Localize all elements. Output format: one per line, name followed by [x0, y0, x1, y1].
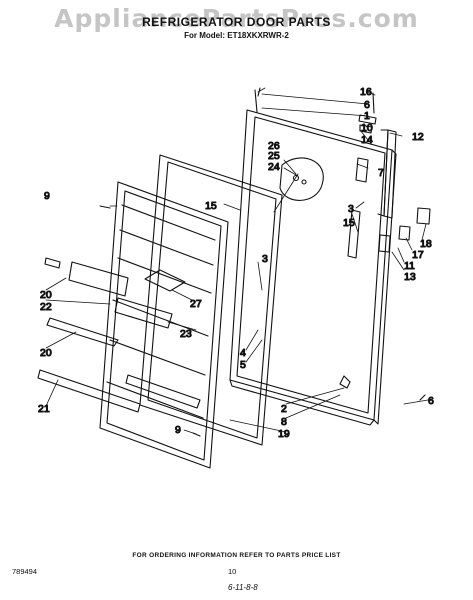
- callout-7: 7: [378, 167, 384, 179]
- callout-11: 11: [404, 260, 415, 272]
- callout-8: 8: [281, 416, 287, 428]
- ordering-note: FOR ORDERING INFORMATION REFER TO PARTS …: [132, 552, 341, 559]
- callout-26: 26: [268, 140, 280, 152]
- callout-5: 5: [240, 359, 246, 371]
- callout-25: 25: [268, 150, 280, 162]
- hinge-parts: [254, 89, 431, 389]
- callout-10: 10: [361, 122, 373, 134]
- door-gasket-frame: [139, 154, 283, 446]
- callout-22: 22: [40, 301, 52, 313]
- dairy-bin: [114, 297, 173, 329]
- butter-door: [144, 269, 186, 292]
- bottom-shelf-21: [37, 369, 141, 413]
- page-number: 10: [228, 567, 237, 576]
- callout-20-bottom: 20: [40, 347, 52, 359]
- callout-19: 19: [278, 428, 290, 440]
- callout-9-bottom: 9: [175, 424, 181, 436]
- callout-14: 14: [361, 134, 373, 146]
- inner-door-liner: [99, 181, 229, 469]
- callout-16: 16: [360, 86, 372, 98]
- callout-27: 27: [190, 298, 202, 310]
- callout-23: 23: [180, 328, 192, 340]
- callout-17: 17: [412, 249, 424, 261]
- callout-1: 1: [364, 110, 370, 122]
- callout-24: 24: [268, 161, 280, 173]
- callout-6-right: 6: [428, 395, 434, 407]
- door-shelves: [37, 257, 173, 413]
- door-handle: [377, 129, 397, 219]
- model-number: For Model: ET18XKXRWR-2: [184, 31, 289, 40]
- callout-21: 21: [38, 403, 50, 415]
- shelf-rail-20: [46, 317, 119, 347]
- callout-9-top: 9: [44, 190, 50, 202]
- door-stop-bracket: [279, 157, 324, 201]
- callout-6-top: 6: [364, 99, 370, 111]
- shelf-end-cap: [44, 257, 61, 269]
- door-outer-panel: [229, 109, 397, 426]
- callout-15-right: 15: [343, 217, 355, 229]
- callout-18: 18: [420, 238, 432, 250]
- callout-3-right: 3: [348, 203, 354, 215]
- callout-13: 13: [404, 271, 416, 283]
- watermark: AppliancePartsPros.com: [54, 4, 419, 33]
- handwritten-mark: 6-11-8-8: [228, 583, 258, 592]
- page-title: REFRIGERATOR DOOR PARTS: [142, 15, 331, 29]
- callout-12: 12: [412, 131, 424, 143]
- callout-4: 4: [240, 347, 246, 359]
- leader-lines: [45, 87, 429, 435]
- callout-15-left: 15: [205, 200, 217, 212]
- callout-labels: 16 6 1 10 14 12 7 26 25 24 9 15 3 15 18 …: [37, 85, 434, 440]
- callout-20-top: 20: [40, 289, 52, 301]
- callout-2: 2: [281, 403, 287, 415]
- callout-3-center: 3: [262, 253, 268, 265]
- upper-shelf: [68, 261, 129, 297]
- diagram-code: 789494: [12, 567, 38, 576]
